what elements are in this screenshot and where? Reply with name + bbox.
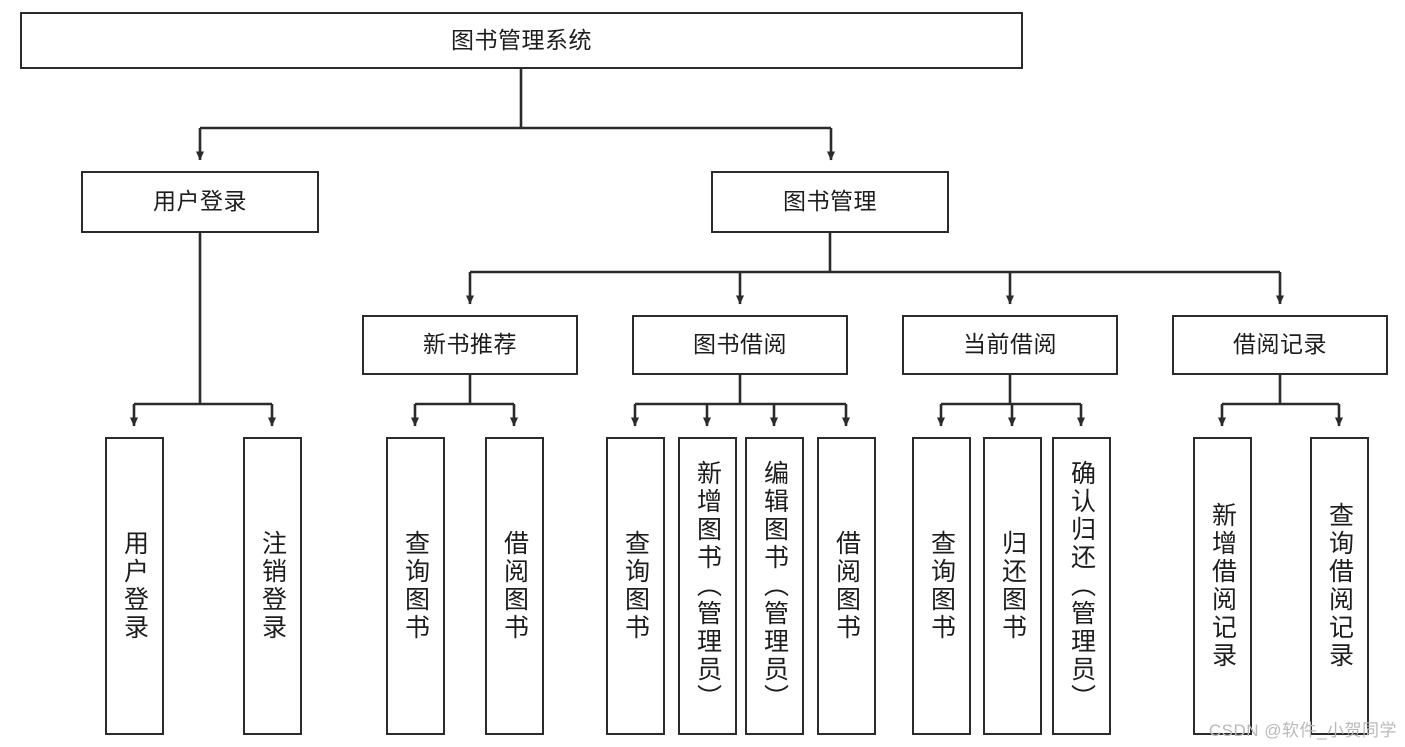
node-leaf-query-book-1-label: 查询图书 — [401, 530, 430, 642]
node-leaf-query-book-2-label: 查询图书 — [621, 530, 650, 642]
node-leaf-return-book[interactable]: 归还图书 — [983, 437, 1042, 735]
node-borrow-record-label: 借阅记录 — [1233, 331, 1327, 358]
node-leaf-confirm-return-admin[interactable]: 确认归还（管理员） — [1052, 437, 1111, 735]
node-leaf-query-book-2[interactable]: 查询图书 — [606, 437, 665, 735]
node-leaf-borrow-book-1[interactable]: 借阅图书 — [485, 437, 544, 735]
node-leaf-borrow-book-1-label: 借阅图书 — [500, 530, 529, 642]
node-book-manage-label: 图书管理 — [783, 188, 877, 215]
node-root-label: 图书管理系统 — [451, 26, 592, 53]
node-user-login-label: 用户登录 — [153, 188, 247, 215]
node-leaf-user-logout[interactable]: 注销登录 — [243, 437, 302, 735]
node-book-manage[interactable]: 图书管理 — [711, 171, 949, 233]
node-leaf-return-book-label: 归还图书 — [998, 530, 1027, 642]
node-current-borrow-label: 当前借阅 — [963, 331, 1057, 358]
node-user-login[interactable]: 用户登录 — [81, 171, 319, 233]
node-borrow-record[interactable]: 借阅记录 — [1172, 315, 1388, 375]
node-leaf-borrow-book-2-label: 借阅图书 — [832, 530, 861, 642]
node-root[interactable]: 图书管理系统 — [20, 12, 1023, 69]
csdn-watermark: CSDN @软件_小贺同学 — [1208, 721, 1397, 740]
node-leaf-add-borrow-record[interactable]: 新增借阅记录 — [1193, 437, 1252, 735]
node-leaf-query-book-3-label: 查询图书 — [927, 530, 956, 642]
node-leaf-edit-book-admin-label: 编辑图书（管理员） — [760, 460, 789, 712]
node-leaf-edit-book-admin[interactable]: 编辑图书（管理员） — [745, 437, 804, 735]
node-book-borrow-label: 图书借阅 — [693, 331, 787, 358]
node-leaf-confirm-return-admin-label: 确认归还（管理员） — [1067, 460, 1096, 712]
node-new-book-recommend[interactable]: 新书推荐 — [362, 315, 578, 375]
node-leaf-add-book-admin-label: 新增图书（管理员） — [693, 460, 722, 712]
node-leaf-user-logout-label: 注销登录 — [258, 530, 287, 642]
node-current-borrow[interactable]: 当前借阅 — [902, 315, 1118, 375]
node-book-borrow[interactable]: 图书借阅 — [632, 315, 848, 375]
node-leaf-user-login[interactable]: 用户登录 — [105, 437, 164, 735]
node-leaf-query-book-1[interactable]: 查询图书 — [386, 437, 445, 735]
node-leaf-user-login-label: 用户登录 — [120, 530, 149, 642]
node-new-book-recommend-label: 新书推荐 — [423, 331, 517, 358]
node-leaf-query-borrow-record-label: 查询借阅记录 — [1325, 502, 1354, 670]
node-leaf-query-book-3[interactable]: 查询图书 — [912, 437, 971, 735]
node-leaf-add-borrow-record-label: 新增借阅记录 — [1208, 502, 1237, 670]
node-leaf-query-borrow-record[interactable]: 查询借阅记录 — [1310, 437, 1369, 735]
node-leaf-borrow-book-2[interactable]: 借阅图书 — [817, 437, 876, 735]
node-leaf-add-book-admin[interactable]: 新增图书（管理员） — [678, 437, 737, 735]
